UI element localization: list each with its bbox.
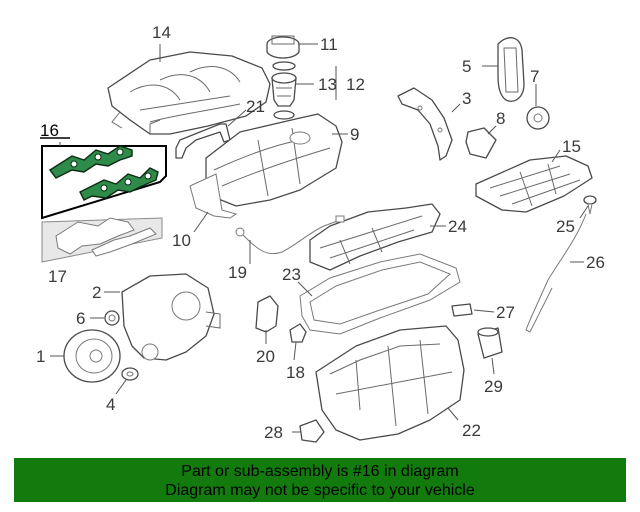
banner-line-2: Diagram may not be specific to your vehi…: [165, 482, 475, 499]
callout-4[interactable]: 4: [106, 395, 115, 414]
callout-26[interactable]: 26: [586, 253, 605, 272]
part-19-sensor-harness[interactable]: [235, 215, 345, 255]
callout-5[interactable]: 5: [462, 57, 471, 76]
callout-2[interactable]: 2: [92, 283, 101, 302]
part-3-engine-front-cover[interactable]: [397, 87, 453, 161]
part-12-seal[interactable]: [272, 61, 296, 120]
callout-29[interactable]: 29: [484, 377, 503, 396]
callout-3[interactable]: 3: [462, 89, 471, 108]
callout-16[interactable]: 16: [40, 121, 59, 140]
callout-7[interactable]: 7: [530, 67, 539, 86]
part-18-sensor[interactable]: [289, 323, 307, 343]
part-5-timing-chain[interactable]: [497, 37, 525, 102]
part-13-fill-tube[interactable]: [271, 72, 297, 107]
callout-9[interactable]: 9: [350, 125, 359, 144]
part-14-upper-intake-manifold[interactable]: [107, 51, 271, 135]
part-26-dipstick-tube[interactable]: [525, 213, 587, 333]
callout-27[interactable]: 27: [496, 303, 515, 322]
part-10-valve-cover-gasket[interactable]: [189, 173, 238, 219]
engine-parts-diagram: 14 11 13 12 9 21 3 5 7 8 15 16 10 19 24 …: [36, 23, 605, 443]
callout-11[interactable]: 11: [320, 35, 338, 54]
callout-1[interactable]: 1: [36, 347, 45, 366]
part-6-front-seal[interactable]: [104, 310, 120, 326]
part-15-lifter-guide-tray[interactable]: [475, 155, 593, 213]
callout-12[interactable]: 12: [346, 75, 365, 94]
callout-13[interactable]: 13: [318, 75, 337, 94]
callout-18[interactable]: 18: [286, 363, 305, 382]
part-24-valley-cover[interactable]: [309, 203, 441, 271]
banner-line-1: Part or sub-assembly is #16 in diagram: [181, 463, 459, 480]
callout-20[interactable]: 20: [256, 347, 275, 366]
callout-25[interactable]: 25: [556, 217, 575, 236]
callout-28[interactable]: 28: [264, 423, 283, 442]
part-20-sensor-bracket[interactable]: [255, 295, 279, 333]
callout-23[interactable]: 23: [282, 265, 301, 284]
callout-14[interactable]: 14: [152, 23, 171, 42]
callout-8[interactable]: 8: [496, 109, 505, 128]
part-27-oil-pressure-sensor[interactable]: [451, 303, 473, 317]
callout-10[interactable]: 10: [172, 231, 191, 250]
callout-leaders: [40, 43, 589, 433]
callout-15[interactable]: 15: [562, 137, 581, 156]
part-2-timing-cover[interactable]: [121, 273, 221, 361]
part-29-oil-filter[interactable]: [477, 327, 503, 359]
part-8-chain-tensioner[interactable]: [465, 127, 497, 159]
part-17-gasket-kit[interactable]: [41, 217, 163, 263]
callout-numbers: 14 11 13 12 9 21 3 5 7 8 15 16 10 19 24 …: [36, 23, 605, 442]
part-11-oil-cap[interactable]: [266, 35, 300, 59]
part-23-oil-pan-gasket[interactable]: [299, 253, 461, 335]
part-16-intake-gasket[interactable]: [48, 145, 159, 201]
callout-19[interactable]: 19: [228, 263, 247, 282]
part-notice-banner: Part or sub-assembly is #16 in diagram D…: [14, 458, 626, 502]
part-28-drain-plug[interactable]: [299, 419, 325, 443]
part-25-oil-level-indicator[interactable]: [583, 195, 597, 215]
part-4-washer[interactable]: [121, 367, 139, 381]
part-1-harmonic-balancer[interactable]: [63, 329, 159, 383]
callout-17[interactable]: 17: [48, 267, 67, 286]
callout-6[interactable]: 6: [76, 309, 85, 328]
part-21-pcv-tube[interactable]: [175, 123, 231, 159]
callout-22[interactable]: 22: [462, 421, 481, 440]
part-22-oil-pan[interactable]: [315, 325, 465, 441]
callout-21[interactable]: 21: [246, 97, 265, 116]
callout-24[interactable]: 24: [448, 217, 467, 236]
part-7-camshaft-sprocket[interactable]: [526, 106, 550, 130]
